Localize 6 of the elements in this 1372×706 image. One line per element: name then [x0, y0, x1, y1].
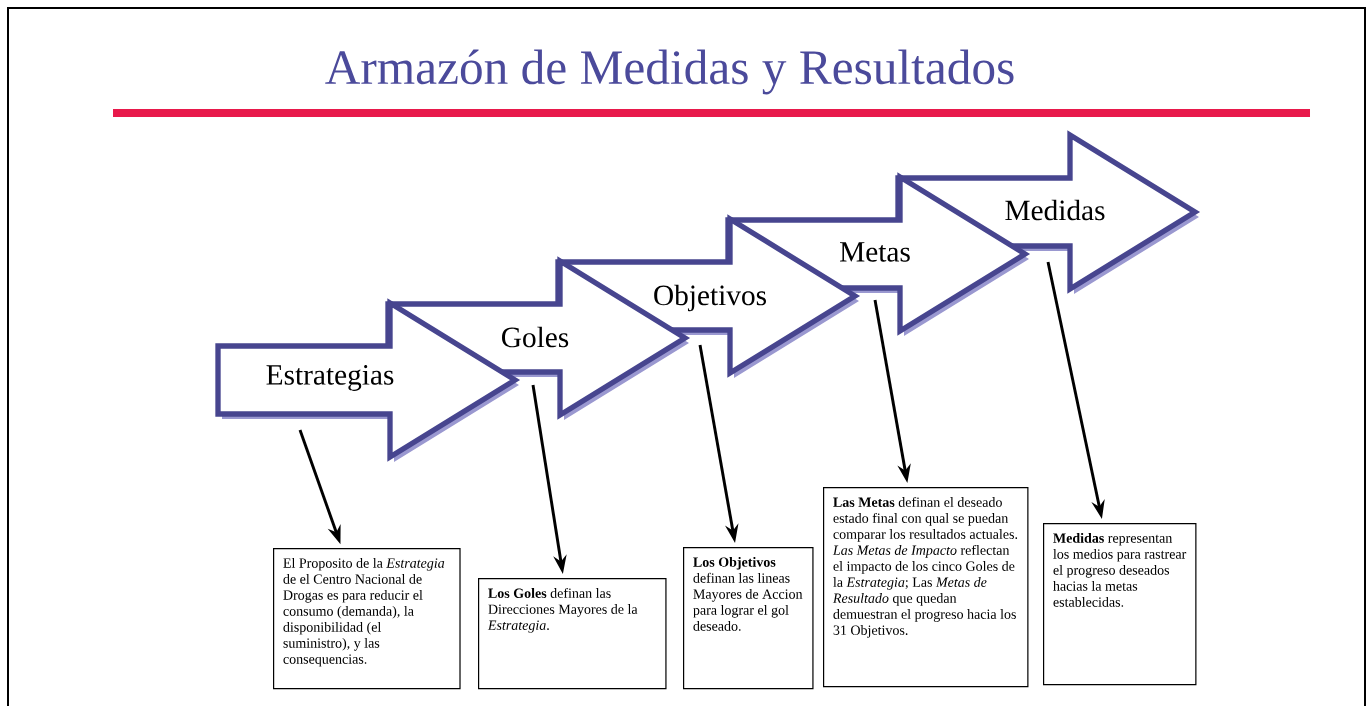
text-box: Las Metas definan el deseado estado final con qual se puedan comparar los resultados actuales. Las Metas de Impacto reflectan el impacto de los cinco Goles de la Estrategia; Las Metas de Resultado que quedan demuestran el progreso hacia los 31 Objetivos. — [823, 487, 1029, 688]
text-box: Los Goles definan las Direcciones Mayores de la Estrategia. — [478, 578, 667, 690]
title: Armazón de Medidas y Resultados — [325, 49, 1014, 95]
text-box: El Proposito de la Estrategia de el Centro Nacional de Drogas es para reducir el consumo (demanda), la disponibilidad (el suministro), y las consequencias. — [273, 548, 461, 690]
text-box: Medidas representan los medios para rastrear el progreso deseados hacias la metas establecidas. — [1043, 523, 1197, 686]
text-box: Los Objetivos definan las lineas Mayores de Accion para lograr el gol deseado. — [683, 547, 814, 690]
